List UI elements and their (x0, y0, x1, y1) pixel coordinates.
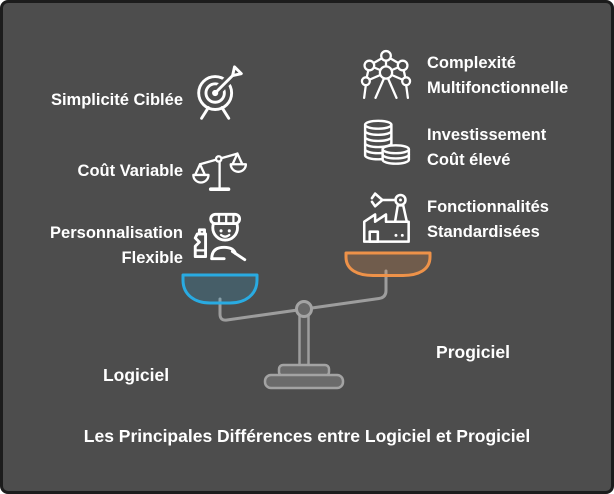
scale-base-lower (263, 373, 345, 390)
scale-graphic (163, 243, 443, 403)
label-cout-variable: Coût Variable (77, 162, 183, 180)
factory-icon (357, 190, 415, 248)
side-name-progiciel: Progiciel (436, 342, 510, 362)
network-icon (358, 48, 414, 104)
label-complexite-multifonctionnelle: Complexité Multifonctionnelle (427, 54, 569, 97)
label-investissement-cout-eleve: Investissement Coût élevé (427, 126, 547, 169)
caption-title: Les Principales Différences entre Logici… (83, 426, 531, 446)
label-simplicite-ciblee: Simplicité Ciblée (50, 91, 183, 109)
scale-pivot (295, 300, 313, 318)
target-icon (189, 63, 251, 125)
label-personnalisation-flexible: Personnalisation Flexible (50, 224, 183, 267)
right-pan-orange (344, 251, 432, 277)
coins-icon (359, 116, 415, 172)
left-pan-blue (181, 273, 259, 305)
balance-icon (192, 142, 249, 199)
painter-icon (187, 204, 253, 270)
side-name-logiciel: Logiciel (102, 365, 170, 385)
label-fonctionnalites-standardisees: Fonctionnalités Standardisées (427, 198, 549, 241)
